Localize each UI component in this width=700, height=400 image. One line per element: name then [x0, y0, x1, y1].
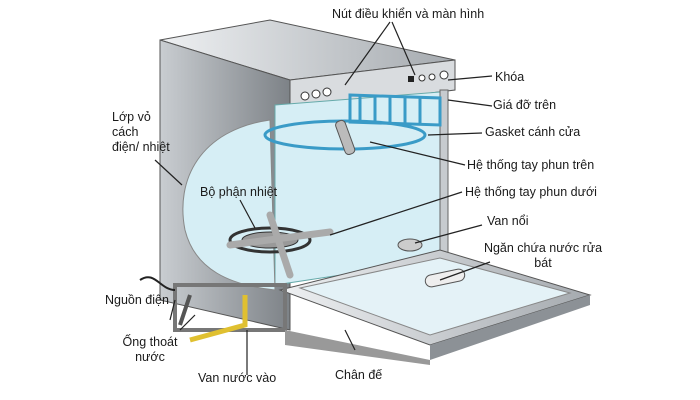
label-controls: Nút điều khiển và màn hình: [332, 7, 485, 21]
label-insulation-line2: cách: [112, 125, 139, 139]
label-detergent: Ngăn chứa nước rửa bát: [478, 241, 608, 271]
label-insulation: Lớp vỏ cách điện/ nhiệt: [112, 110, 170, 155]
upper-rack: [348, 93, 442, 127]
label-lock: Khóa: [495, 70, 525, 84]
lower-spray-arm: [226, 211, 334, 279]
inlet-pipe: [189, 295, 248, 343]
label-insulation-line3: điện/ nhiệt: [112, 140, 170, 154]
label-power: Nguồn điện: [105, 293, 169, 307]
label-base: Chân đế: [335, 368, 383, 382]
label-detergent-line1: Ngăn chứa nước rửa: [483, 241, 603, 255]
label-door-gasket: Gasket cánh cửa: [485, 125, 581, 139]
label-upper-spray-arm: Hệ thống tay phun trên: [467, 158, 595, 172]
label-lower-spray-arm: Hệ thống tay phun dưới: [465, 185, 597, 199]
label-heating-element: Bộ phận nhiệt: [200, 185, 278, 199]
label-upper-rack: Giá đỡ trên: [493, 98, 557, 112]
label-insulation-line1: Lớp vỏ: [112, 110, 151, 124]
leader-lines: [154, 21, 493, 375]
drain-pipe: [178, 294, 192, 326]
label-drain: Ống thoát nước: [115, 335, 185, 365]
heating-element: [228, 226, 312, 254]
label-float-valve: Van nổi: [487, 214, 529, 228]
label-drain-line2: nước: [135, 350, 165, 364]
power-cord: [139, 276, 176, 291]
label-detergent-line2: bát: [534, 256, 552, 270]
label-inlet-valve: Van nước vào: [198, 371, 277, 385]
label-drain-line1: Ống thoát: [122, 335, 178, 349]
